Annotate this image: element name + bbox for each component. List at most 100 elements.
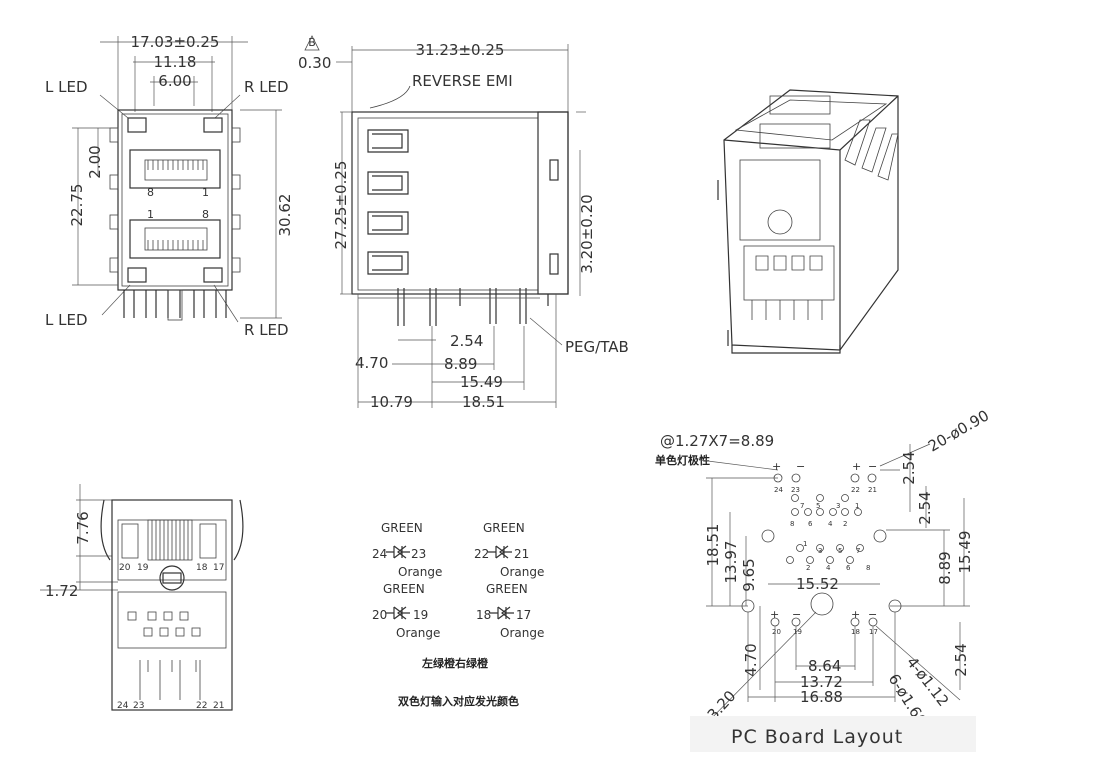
- pcb-dim-9-65: 9.65: [740, 558, 758, 591]
- side-view: B 0.30 31.23±0.25 REVERSE EMI 27.25±0.25…: [298, 35, 629, 411]
- pcb-plus-2: +: [852, 460, 861, 473]
- pcb-dim-15-49: 15.49: [956, 531, 974, 574]
- side-dim-18-51: 18.51: [462, 393, 505, 411]
- front-dim-height-left: 22.75: [68, 184, 86, 227]
- pcb-plus-1: +: [772, 460, 781, 473]
- pcb-title: PC Board Layout: [731, 726, 903, 748]
- front-view: 17.03±0.25 11.18 6.00 L LED R LED L LED …: [45, 33, 294, 339]
- pcb-pin-5b: 5: [838, 547, 842, 555]
- led-green-2: GREEN: [483, 521, 525, 535]
- bottom-pin-17: 17: [213, 563, 224, 573]
- pcb-minus-2: −: [868, 460, 877, 473]
- pcb-plus-3: +: [770, 608, 779, 621]
- pcb-led-22: 22: [851, 486, 860, 494]
- led-diode-symbol-1: [386, 545, 410, 559]
- led-diode-symbol-2: [488, 545, 512, 559]
- led-pin-21: 21: [514, 547, 529, 561]
- front-dim-pin: 2.00: [86, 145, 104, 178]
- bottom-dim-1-72: 1.72: [45, 582, 78, 600]
- pcb-pin-2a: 2: [843, 520, 847, 528]
- pcb-minus-1: −: [796, 460, 805, 473]
- front-l-led-bottom: L LED: [45, 311, 88, 329]
- pcb-led-21: 21: [868, 486, 877, 494]
- led-pin-19: 19: [413, 608, 428, 622]
- front-r-led-bottom: R LED: [244, 321, 289, 339]
- front-pin-8-bottom: 8: [202, 208, 209, 221]
- pcb-pin-3b: 3: [818, 547, 822, 555]
- led-note-1: 左绿橙右绿橙: [421, 656, 489, 670]
- bottom-pin-21: 21: [213, 701, 224, 711]
- led-orange-4: Orange: [500, 626, 544, 640]
- pcb-dim-8-89: 8.89: [936, 551, 954, 584]
- pcb-dim-2-54-b: 2.54: [916, 491, 934, 524]
- side-peg-tab: PEG/TAB: [565, 338, 629, 356]
- pcb-minus-3: −: [792, 608, 801, 621]
- pcb-dim-2-54-c: 2.54: [952, 643, 970, 676]
- front-dim-width: 17.03±0.25: [131, 33, 220, 51]
- pcb-led-17: 17: [869, 628, 878, 636]
- pcb-pin-6a: 6: [808, 520, 813, 528]
- pcb-pin-4a: 4: [828, 520, 833, 528]
- led-pin-17: 17: [516, 608, 531, 622]
- side-dim-10-79: 10.79: [370, 393, 413, 411]
- led-pin-18: 18: [476, 608, 491, 622]
- led-pin-20: 20: [372, 608, 387, 622]
- pcb-dim-8-64: 8.64: [808, 657, 841, 675]
- led-green-3: GREEN: [383, 582, 425, 596]
- pcb-pitch: @1.27X7=8.89: [660, 432, 774, 450]
- led-orange-3: Orange: [396, 626, 440, 640]
- led-pin-22: 22: [474, 547, 489, 561]
- pcb-holes-small: 20-ø0.90: [925, 406, 992, 455]
- side-dim-15-49: 15.49: [460, 373, 503, 391]
- bottom-pin-23: 23: [133, 701, 144, 711]
- pcb-plus-4: +: [851, 608, 860, 621]
- side-rev-symbol: B: [308, 36, 316, 49]
- front-dim-height-right: 30.62: [276, 194, 294, 237]
- pcb-dim-15-52: 15.52: [796, 575, 839, 593]
- led-diode-symbol-4: [490, 606, 514, 620]
- front-pin-1-top: 1: [202, 186, 209, 199]
- pcb-pin-7a: 7: [800, 502, 804, 510]
- pcb-pin-1b: 1: [803, 540, 807, 548]
- bottom-pin-18: 18: [196, 563, 208, 573]
- side-dim-8-89: 8.89: [444, 355, 477, 373]
- pcb-led-18: 18: [851, 628, 860, 636]
- pcb-dim-18-51: 18.51: [704, 524, 722, 567]
- side-dim-tab: 3.20±0.20: [578, 194, 596, 273]
- led-pin-24: 24: [372, 547, 387, 561]
- front-l-led-top: L LED: [45, 78, 88, 96]
- front-dim-inner: 11.18: [154, 53, 197, 71]
- pcb-led-20: 20: [772, 628, 781, 636]
- led-orange-2: Orange: [500, 565, 544, 579]
- pcb-pin-3a: 3: [836, 502, 840, 510]
- front-pin-8-top: 8: [147, 186, 154, 199]
- bottom-pin-20: 20: [119, 563, 131, 573]
- side-dim-length: 31.23±0.25: [416, 41, 505, 59]
- pcb-dim-4-70: 4.70: [742, 643, 760, 676]
- front-pin-1-bottom: 1: [147, 208, 154, 221]
- pcb-minus-4: −: [868, 608, 877, 621]
- led-green-1: GREEN: [381, 521, 423, 535]
- front-dim-led: 6.00: [158, 72, 191, 90]
- pcb-polarity-note: 单色灯极性: [655, 453, 710, 467]
- bottom-pin-19: 19: [137, 563, 149, 573]
- led-schematic: GREEN 24 23 Orange GREEN 22 21 Orange GR…: [372, 521, 544, 708]
- pcb-led-23: 23: [791, 486, 800, 494]
- front-r-led-top: R LED: [244, 78, 289, 96]
- pcb-dim-13-72: 13.72: [800, 673, 843, 691]
- isometric-view: [717, 89, 899, 354]
- side-dim-2-54: 2.54: [450, 332, 483, 350]
- pcb-pin-8b: 8: [866, 564, 870, 572]
- side-dim-4-70: 4.70: [355, 354, 388, 372]
- bottom-view: 7.76 1.72 20 19 18 17 24 23 22 21: [40, 484, 244, 711]
- led-pin-23: 23: [411, 547, 426, 561]
- led-diode-symbol-3: [386, 606, 410, 620]
- pcb-dim-16-88: 16.88: [800, 688, 843, 706]
- led-orange-1: Orange: [398, 565, 442, 579]
- led-note-2: 双色灯输入对应发光颜色: [398, 694, 519, 708]
- led-green-4: GREEN: [486, 582, 528, 596]
- pcb-dim-13-97: 13.97: [722, 541, 740, 584]
- pcb-pin-8a: 8: [790, 520, 794, 528]
- pcb-pin-7b: 7: [856, 547, 860, 555]
